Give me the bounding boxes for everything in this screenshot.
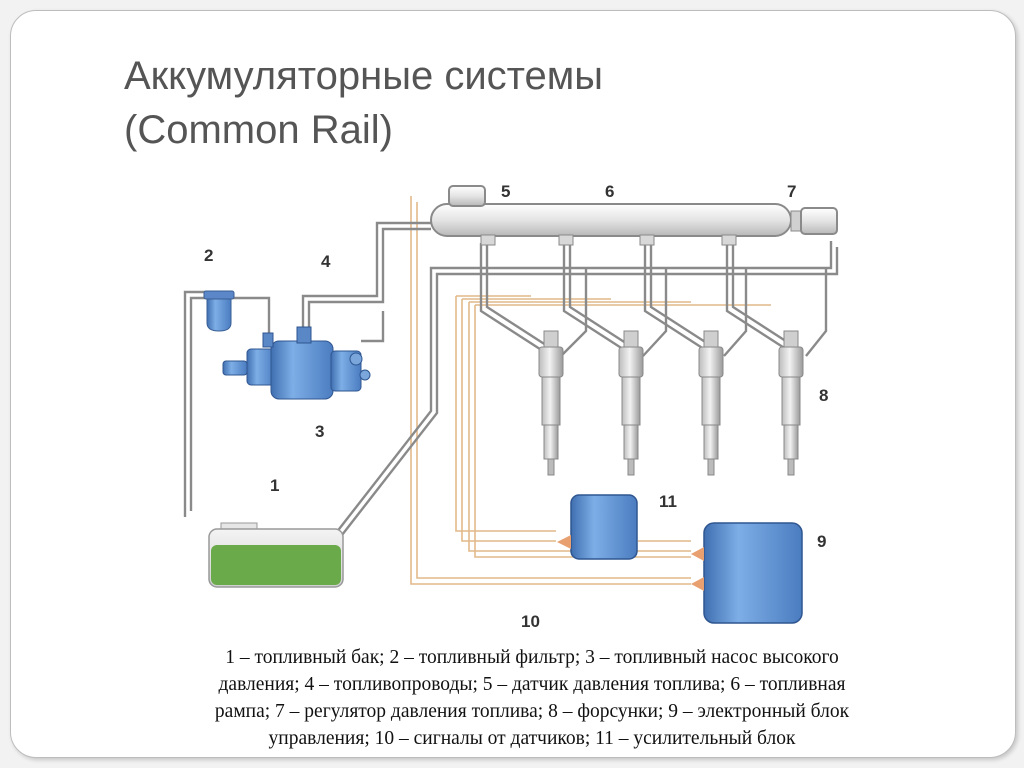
high-pressure-pump <box>222 326 371 400</box>
label-6: 6 <box>605 182 614 201</box>
label-1: 1 <box>270 476 279 495</box>
label-11: 11 <box>659 492 677 511</box>
injector-3 <box>698 330 724 476</box>
injector-4 <box>778 330 804 476</box>
label-7: 7 <box>787 182 796 201</box>
injector-1 <box>538 330 564 476</box>
common-rail-diagram: 2 4 3 1 5 6 7 8 9 10 11 <box>183 182 839 631</box>
sensor-signal-wires <box>410 196 771 585</box>
title-line-2: (Common Rail) <box>124 108 393 152</box>
caption-line-2: давления; 4 – топливопроводы; 5 – датчик… <box>218 674 846 695</box>
caption-line-4: управления; 10 – сигналы от датчиков; 11… <box>268 728 796 749</box>
label-8: 8 <box>819 386 828 405</box>
injector-2 <box>618 330 644 476</box>
label-2: 2 <box>204 246 213 265</box>
amplifier-block <box>557 494 638 560</box>
slide: Аккумуляторные системы (Common Rail) <box>10 10 1016 758</box>
label-10: 10 <box>521 612 540 631</box>
slide-title: Аккумуляторные системы (Common Rail) <box>124 49 603 157</box>
caption-line-3: рампа; 7 – регулятор давления топлива; 8… <box>214 701 850 722</box>
injectors <box>538 330 804 476</box>
pressure-sensor <box>448 185 486 207</box>
fuel-rail <box>430 203 792 246</box>
label-9: 9 <box>817 532 826 551</box>
label-3: 3 <box>315 422 324 441</box>
label-4: 4 <box>321 252 331 271</box>
caption-line-1: 1 – топливный бак; 2 – топливный фильтр;… <box>225 647 839 668</box>
fuel-tank <box>208 522 344 588</box>
legend-caption: 1 – топливный бак; 2 – топливный фильтр;… <box>129 644 935 752</box>
label-5: 5 <box>501 182 510 201</box>
fuel-lines <box>183 221 839 536</box>
fuel-filter <box>203 290 235 332</box>
pressure-regulator <box>790 207 838 235</box>
title-line-1: Аккумуляторные системы <box>124 54 604 98</box>
ecu-block <box>691 522 803 624</box>
